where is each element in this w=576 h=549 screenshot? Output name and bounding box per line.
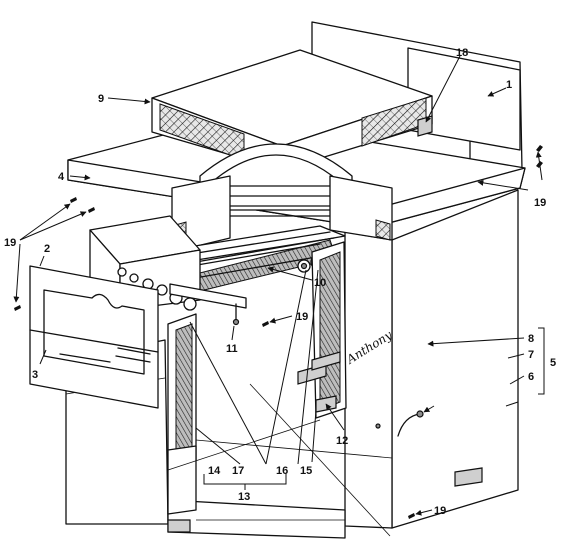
leader-lines bbox=[13, 55, 545, 516]
callout-4: 4 bbox=[58, 171, 65, 183]
callout-1: 1 bbox=[506, 79, 512, 91]
burner-assembly bbox=[167, 225, 346, 293]
reference-lines bbox=[167, 383, 393, 537]
callout-11: 11 bbox=[226, 343, 238, 355]
callout-8: 8 bbox=[528, 333, 534, 345]
callout-19-center: 19 bbox=[296, 311, 308, 323]
callout-19-bottom: 19 bbox=[434, 505, 446, 517]
callout-14: 14 bbox=[208, 465, 221, 477]
callout-6: 6 bbox=[528, 371, 534, 383]
callout-19-left: 19 bbox=[4, 237, 16, 249]
callout-12: 12 bbox=[336, 435, 348, 447]
callout-10: 10 bbox=[314, 277, 326, 289]
right-heat-exchanger bbox=[297, 241, 347, 419]
callout-15: 15 bbox=[300, 465, 312, 477]
callout-9: 9 bbox=[98, 93, 104, 105]
front-access-panel bbox=[29, 265, 159, 409]
callout-3: 3 bbox=[32, 369, 38, 381]
left-heat-exchanger bbox=[167, 313, 197, 515]
callout-16: 16 bbox=[276, 465, 288, 477]
callout-2: 2 bbox=[44, 243, 50, 255]
callout-5: 5 bbox=[550, 357, 556, 369]
callout-13: 13 bbox=[238, 491, 250, 503]
callout-labels: 1 2 3 4 5 6 7 8 9 10 11 12 13 14 15 16 1… bbox=[4, 47, 556, 517]
callout-17: 17 bbox=[232, 465, 244, 477]
callout-7: 7 bbox=[528, 349, 534, 361]
callout-18: 18 bbox=[456, 47, 468, 59]
callout-19-right: 19 bbox=[534, 197, 546, 209]
